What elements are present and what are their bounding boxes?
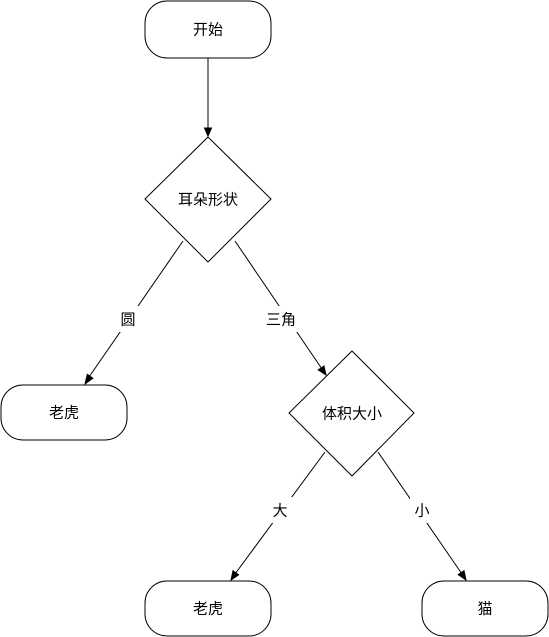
edge-ear-shape-to-body-size — [234, 240, 323, 370]
node-tiger-bottom-shape — [144, 580, 272, 637]
node-tiger-left-label: 老虎 — [49, 404, 79, 422]
arrowhead-tiger-bottom — [230, 569, 240, 582]
edge-label-bg-triangle — [262, 306, 300, 332]
node-ear-shape-diamond — [144, 136, 272, 263]
edge-label-big: 大 — [272, 502, 287, 520]
arrowhead-ear-shape — [203, 127, 213, 138]
node-body-size-label: 体积大小 — [322, 405, 382, 423]
edge-label-round: 圆 — [120, 311, 135, 329]
arrowhead-body-size — [317, 365, 327, 377]
node-cat-label: 猫 — [477, 600, 492, 618]
node-ear-shape: 耳朵形状 — [144, 136, 272, 263]
edge-label-small: 小 — [414, 502, 429, 520]
edge-label-triangle: 三角 — [266, 311, 296, 329]
edge-label-bg-small — [410, 497, 434, 523]
node-cat-shape — [421, 580, 549, 637]
arrowhead-tiger-left — [84, 373, 94, 386]
node-body-size: 体积大小 — [288, 350, 415, 477]
node-tiger-bottom-label: 老虎 — [193, 600, 223, 618]
node-start-label: 开始 — [193, 21, 223, 39]
node-ear-shape-label: 耳朵形状 — [178, 191, 238, 209]
edge-label-bg-round — [116, 306, 140, 332]
node-body-size-diamond — [288, 350, 415, 477]
edge-label-bg-big — [268, 497, 292, 523]
node-cat: 猫 — [421, 580, 549, 637]
arrowhead-cat — [457, 569, 467, 582]
node-start: 开始 — [144, 0, 272, 59]
node-tiger-left-shape — [0, 384, 128, 441]
node-tiger-bottom: 老虎 — [144, 580, 272, 637]
node-start-shape — [144, 0, 272, 59]
node-tiger-left: 老虎 — [0, 384, 128, 441]
